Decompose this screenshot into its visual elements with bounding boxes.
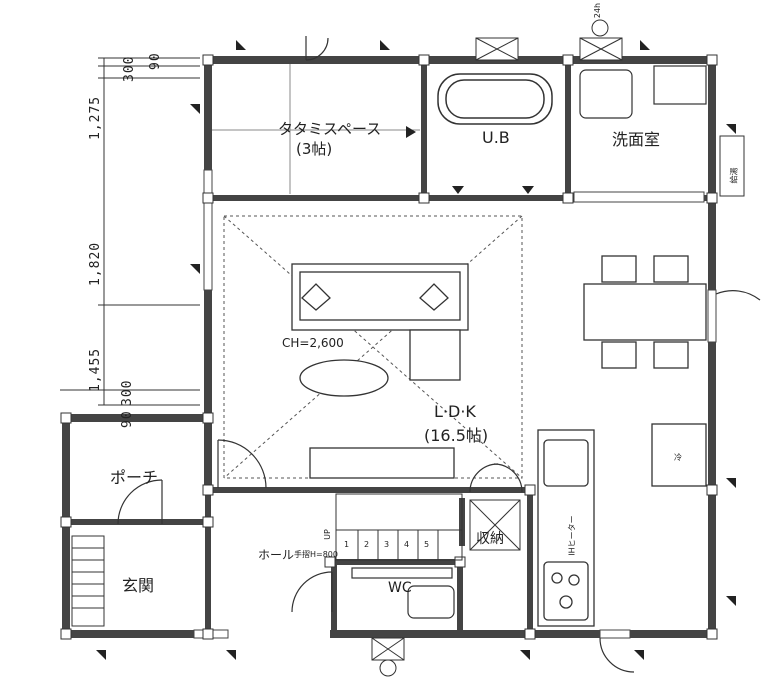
room-washroom-label: 洗面室	[612, 130, 661, 149]
room-wc-label: WC	[388, 580, 412, 596]
dimension-300-top: 300	[122, 55, 137, 82]
dimension-90-bottom: 90	[120, 410, 135, 428]
room-ldk-size: (16.5帖)	[424, 426, 489, 445]
stair-step-5: 5	[424, 540, 430, 549]
dimension-1455: 1,455	[88, 347, 103, 392]
room-tatami-size: (3帖)	[296, 140, 333, 158]
dimension-1820: 1,820	[88, 241, 103, 286]
room-hall-label: ホール	[258, 548, 295, 562]
ceiling-height-label: CH=2,600	[282, 336, 344, 350]
room-genkan-label: 玄関	[122, 576, 155, 595]
handrail-note: 手摺H=800	[294, 550, 338, 559]
stair-step-3: 3	[384, 540, 390, 549]
hours-label: 24h	[593, 2, 603, 19]
room-tatami-label: タタミスペース	[278, 120, 382, 138]
dimension-300-bottom: 300	[120, 379, 135, 406]
ih-heater-label: IHヒーター	[567, 515, 577, 556]
room-storage-label: 収納	[476, 531, 504, 547]
stair-step-2: 2	[364, 540, 370, 549]
stair-step-4: 4	[404, 540, 410, 549]
room-ldk-label: L·D·K	[434, 402, 476, 421]
dimension-90-top: 90	[148, 52, 163, 70]
stair-step-1: 1	[344, 540, 350, 549]
fridge-label: 冷	[674, 453, 682, 462]
dimension-1275: 1,275	[88, 95, 103, 140]
water-heater-label: 給湯	[729, 167, 739, 184]
stair-up-label: UP	[322, 529, 332, 540]
room-ub-label: U.B	[482, 128, 510, 147]
room-porch-label: ポーチ	[110, 468, 159, 487]
